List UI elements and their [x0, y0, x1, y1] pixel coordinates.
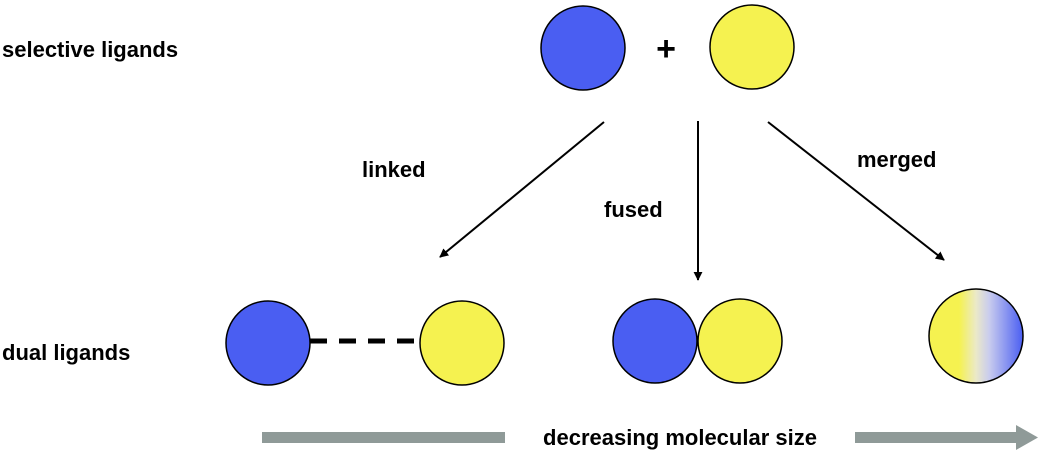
linked-blue-ligand [225, 300, 311, 386]
dual-ligands-label: dual ligands [2, 340, 130, 365]
fused-dual-ligand [612, 298, 783, 384]
linked-yellow-ligand [419, 300, 505, 386]
merged-arrow [767, 121, 945, 261]
selective-ligands-label: selective ligands [2, 37, 178, 62]
axis-bar-right [855, 432, 1020, 443]
axis-bar-left [262, 432, 505, 443]
merged-label: merged [857, 147, 936, 172]
selective-ligand-yellow [709, 4, 795, 90]
linked-dual-ligand [225, 300, 505, 386]
plus-sign: + [656, 30, 676, 68]
selective-ligand-blue [540, 5, 626, 91]
axis-arrowhead [1016, 425, 1038, 450]
axis-label: decreasing molecular size [543, 425, 817, 450]
molecular-size-axis: decreasing molecular size [262, 425, 1038, 450]
fused-yellow-ligand [697, 298, 783, 384]
fused-blue-ligand [612, 298, 698, 384]
linked-arrow [439, 121, 605, 258]
linked-label: linked [362, 157, 426, 182]
fused-label: fused [604, 197, 663, 222]
merged-dual-ligand [928, 288, 1024, 384]
